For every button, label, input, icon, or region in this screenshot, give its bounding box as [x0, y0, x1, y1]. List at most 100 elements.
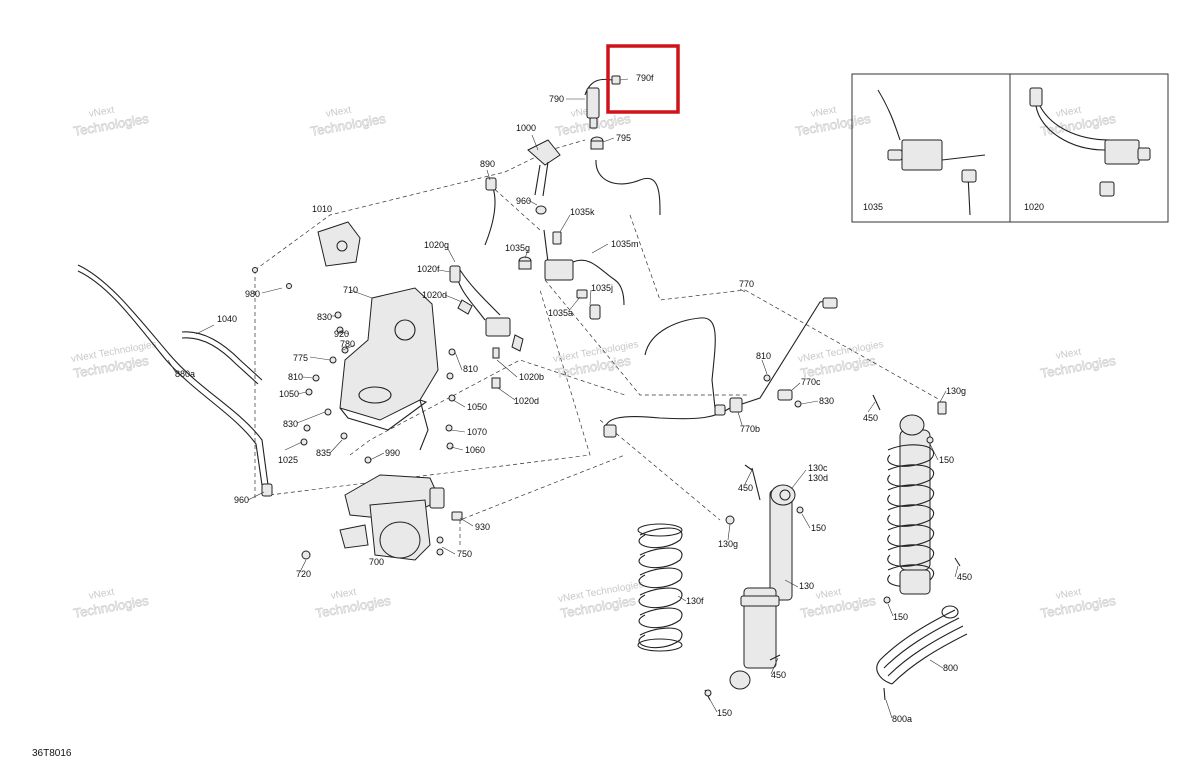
watermark: vNext Technologies	[314, 587, 393, 622]
svg-text:vNext: vNext	[330, 587, 357, 602]
label-890: 890	[480, 159, 495, 169]
part-labels: 790f 790 795 1000 890 960 1035k 1035m 10…	[175, 73, 1044, 724]
label-795: 795	[616, 133, 631, 143]
diagram-id: 36T8016	[32, 748, 72, 759]
label-710: 710	[343, 285, 358, 295]
label-1020f: 1020f	[417, 264, 440, 274]
label-770c: 770c	[801, 377, 821, 387]
watermark: vNext Technologies	[1039, 587, 1118, 622]
hose-1040	[181, 331, 263, 385]
spring-130f	[637, 523, 683, 652]
label-150-a: 150	[939, 455, 954, 465]
label-leaders	[167, 78, 959, 719]
label-1035g: 1035g	[505, 243, 530, 253]
valve-1035	[518, 229, 625, 320]
label-1050-a: 1050	[279, 389, 299, 399]
label-1020b: 1020b	[519, 372, 544, 382]
watermark: vNext Technologies Technologies	[557, 579, 644, 621]
label-1020d: 1020d	[422, 290, 447, 300]
label-1035j: 1035j	[591, 283, 613, 293]
label-150-d: 150	[893, 612, 908, 622]
inset-valve-1035	[877, 89, 986, 216]
label-835: 835	[316, 448, 331, 458]
label-130: 130	[799, 581, 814, 591]
label-780: 780	[340, 339, 355, 349]
svg-text:vNext: vNext	[810, 105, 837, 120]
label-830-c: 830	[819, 396, 834, 406]
label-150-b: 150	[811, 523, 826, 533]
label-130d: 130d	[808, 473, 828, 483]
watermark: vNext Technologies	[1039, 347, 1118, 382]
bracket-710	[339, 287, 439, 451]
highlight-box	[606, 44, 680, 114]
label-450-c: 450	[771, 670, 786, 680]
label-1035m: 1035m	[611, 239, 639, 249]
label-1035a: 1035a	[548, 308, 573, 318]
watermark: vNext Technologies	[309, 105, 388, 140]
nut-795	[590, 136, 604, 150]
air-spring-800	[876, 605, 968, 701]
watermarks: vNext Technologies vNext Technologies vN…	[70, 105, 1118, 622]
label-810-b: 810	[463, 364, 478, 374]
coilover-shock	[872, 394, 961, 604]
inset-panel	[851, 73, 1169, 223]
label-920: 920	[334, 329, 349, 339]
label-450-b: 450	[738, 483, 753, 493]
connector-890	[484, 177, 497, 246]
label-130f: 130f	[686, 596, 704, 606]
label-450-a: 450	[863, 413, 878, 423]
label-770b: 770b	[740, 424, 760, 434]
label-1020d-lower: 1020d	[514, 396, 539, 406]
label-720: 720	[296, 569, 311, 579]
watermark: vNext Technologies	[72, 587, 151, 622]
sensor-790	[584, 75, 621, 129]
label-150-c: 150	[717, 708, 732, 718]
label-750: 750	[457, 549, 472, 559]
watermark: vNext Technologies	[794, 105, 873, 140]
label-1025: 1025	[278, 455, 298, 465]
label-980: 980	[245, 289, 260, 299]
label-1010: 1010	[312, 204, 332, 214]
label-800: 800	[943, 663, 958, 673]
watermark: vNext Technologies Technologies	[70, 339, 157, 381]
watermark: vNext Technologies	[72, 105, 151, 140]
label-830-a: 830	[317, 312, 332, 322]
label-1020: 1020	[1024, 202, 1044, 212]
label-1070: 1070	[467, 427, 487, 437]
label-775: 775	[293, 353, 308, 363]
air-line-770	[603, 297, 838, 438]
assembly-leader-lines	[254, 139, 941, 545]
label-1035k: 1035k	[570, 207, 595, 217]
harness-1020	[449, 265, 524, 389]
label-1020g: 1020g	[424, 240, 449, 250]
label-450-d: 450	[957, 572, 972, 582]
label-770: 770	[739, 279, 754, 289]
svg-text:vNext: vNext	[88, 587, 115, 602]
label-830-b: 830	[283, 419, 298, 429]
bracket-1000	[527, 139, 561, 215]
label-130g-top: 130g	[946, 386, 966, 396]
vent-tube-880a	[77, 264, 273, 497]
label-810-a: 810	[288, 372, 303, 382]
label-990: 990	[385, 448, 400, 458]
label-1035: 1035	[863, 202, 883, 212]
inset-harness-1020	[1029, 87, 1151, 197]
watermark: vNext Technologies Technologies	[797, 339, 884, 381]
module-1010	[252, 221, 361, 289]
label-800a: 800a	[892, 714, 912, 724]
label-130g: 130g	[718, 539, 738, 549]
svg-text:vNext: vNext	[325, 105, 352, 120]
label-960: 960	[516, 196, 531, 206]
label-700: 700	[369, 557, 384, 567]
label-1050-b: 1050	[467, 402, 487, 412]
svg-text:vNext: vNext	[815, 587, 842, 602]
svg-text:vNext: vNext	[1055, 347, 1082, 362]
label-790f: 790f	[636, 73, 654, 83]
svg-text:vNext: vNext	[1055, 105, 1082, 120]
label-1060: 1060	[465, 445, 485, 455]
label-1040: 1040	[217, 314, 237, 324]
label-930: 930	[475, 522, 490, 532]
svg-text:vNext: vNext	[88, 105, 115, 120]
hose-upper	[595, 159, 661, 216]
